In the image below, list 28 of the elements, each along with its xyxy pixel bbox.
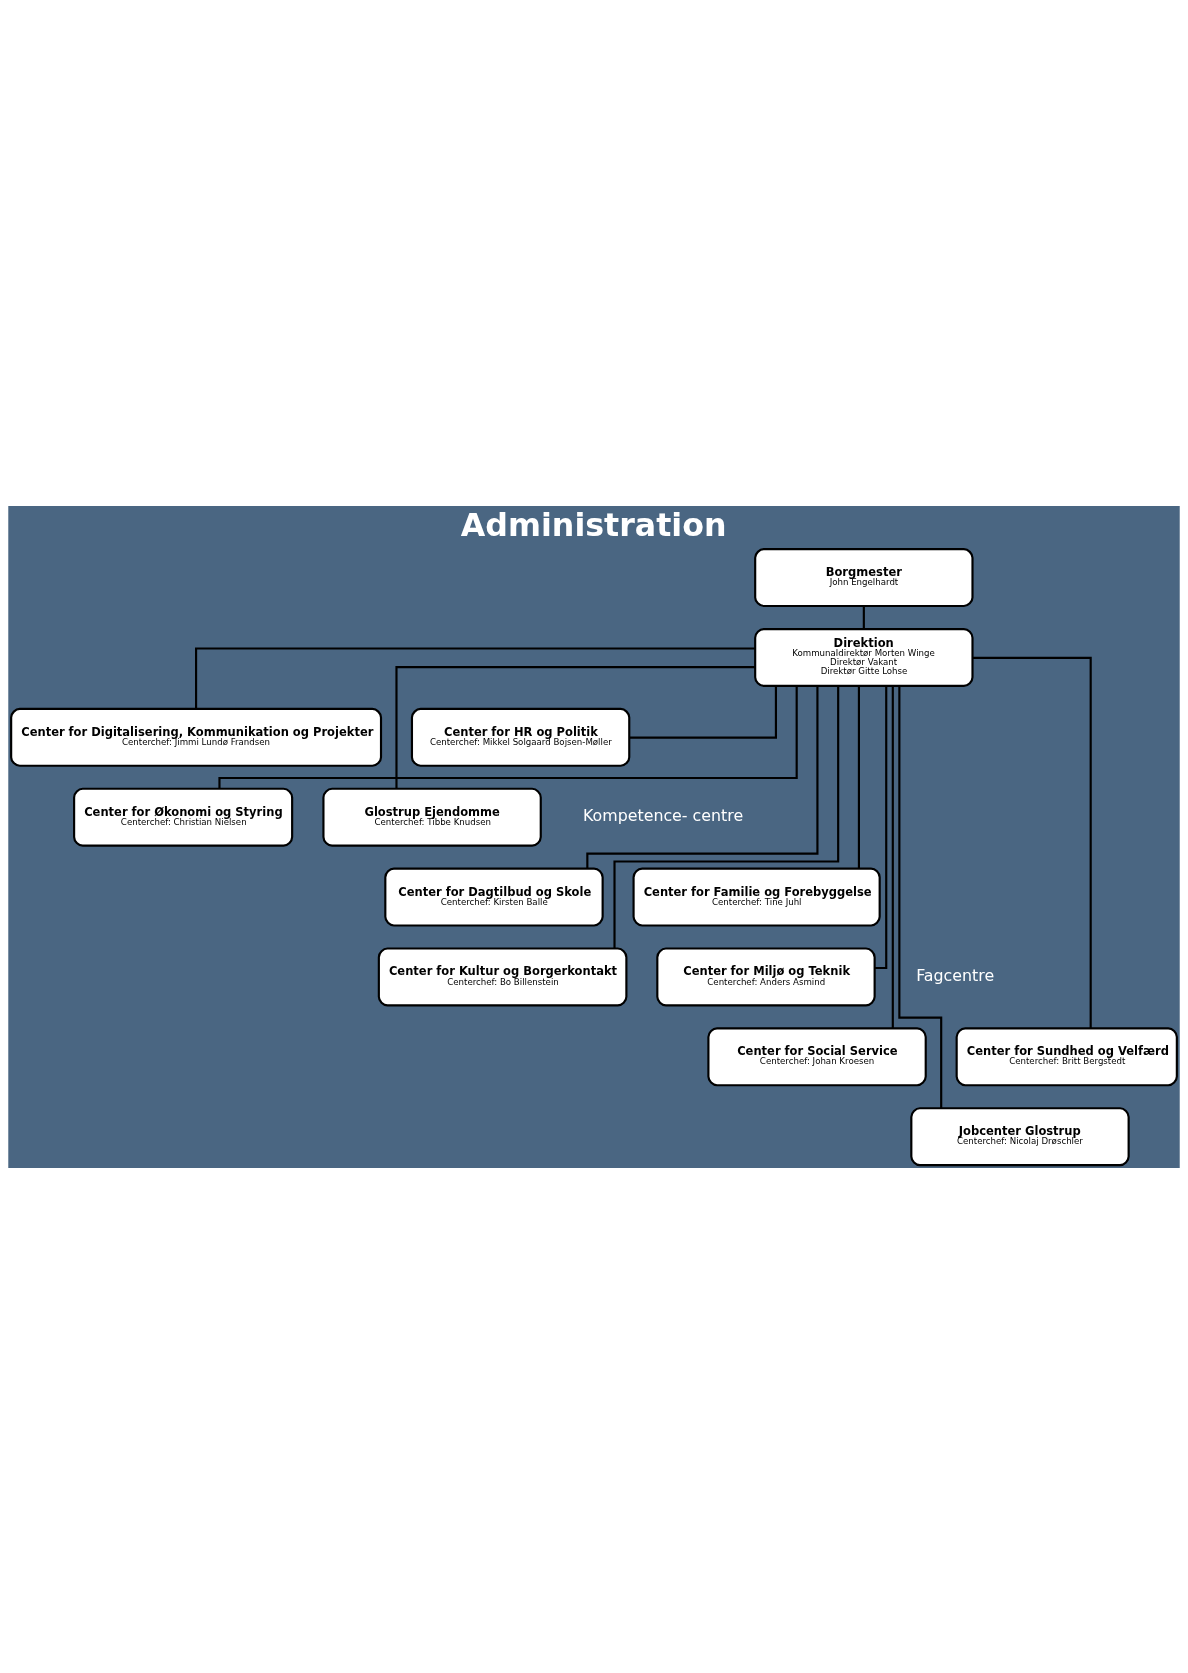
connector: [874, 685, 888, 969]
connector: [195, 646, 756, 709]
node-box: Jobcenter Glostrup Centerchef: Nicolaj Drøschler: [910, 1106, 1130, 1166]
connector: [395, 665, 756, 789]
diagram-title: Administration: [460, 506, 727, 543]
node-box: Center for Dagtilbud og Skole Centerchef: Kirsten Balle: [384, 867, 604, 927]
connector: [629, 685, 777, 739]
node-box: Center for HR og Politik Centerchef: Mikkel Solgaard Bojsen-Møller: [410, 707, 631, 767]
node-box: Center for Social Service Centerchef: Johan Kroesen: [707, 1026, 927, 1086]
node-box: Center for Miljø og Teknik Centerchef: Anders Asmind: [656, 946, 876, 1006]
node-box: Center for Sundhed og Velfærd Centerchef: Britt Bergstedt: [955, 1026, 1178, 1086]
label: Kompetence- centre: [582, 805, 744, 825]
connector: [898, 685, 943, 1108]
node-box: Direktion Kommunaldirektør Morten Winge Direktør Vakant Direktør Gitte Lohse: [754, 627, 974, 687]
connector: [218, 685, 798, 789]
node-box: Center for Familie og Forebyggelse Centerchef: Tine Juhl: [632, 867, 881, 927]
node-box: Center for Digitalisering, Kommunikation og Projekter Centerchef: Jimmi Lundø Frandsen: [10, 707, 383, 767]
node-box: Center for Økonomi og Styring Centerchef: Christian Nielsen: [73, 787, 294, 847]
node-box: Borgmester John Engelhardt: [754, 547, 974, 607]
connector: [613, 685, 840, 948]
label: Fagcentre: [916, 965, 995, 985]
connector: [891, 685, 894, 1028]
node-box: Center for Kultur og Borgerkontakt Centerchef: Bo Billenstein: [377, 946, 628, 1006]
connector: [857, 685, 860, 868]
node-box: Glostrup Ejendomme Centerchef: Tibbe Knudsen: [322, 787, 542, 847]
connector: [972, 656, 1092, 1028]
connector: [586, 685, 819, 869]
connector: [862, 605, 865, 629]
